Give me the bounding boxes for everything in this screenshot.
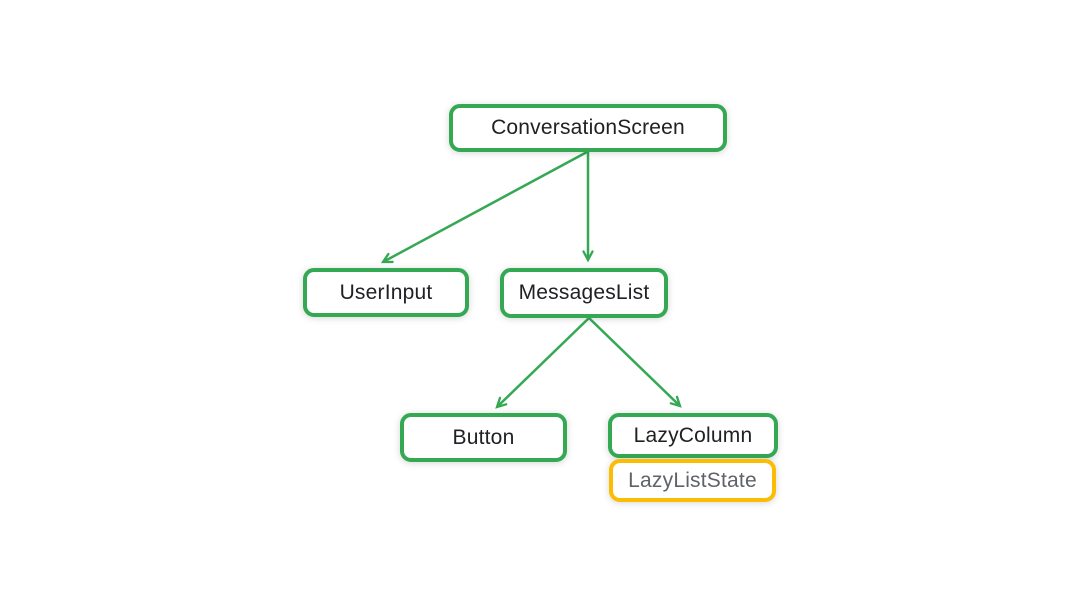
edge-conversationscreen-to-userinput bbox=[380, 150, 588, 264]
node-button: Button bbox=[400, 413, 567, 462]
node-messages-list: MessagesList bbox=[500, 268, 668, 318]
node-lazy-column: LazyColumn bbox=[608, 413, 778, 458]
node-user-input: UserInput bbox=[303, 268, 469, 317]
node-conversation-screen: ConversationScreen bbox=[449, 104, 727, 152]
edge-messageslist-to-button bbox=[495, 317, 590, 409]
node-lazy-list-state: LazyListState bbox=[609, 459, 776, 502]
edge-messageslist-to-lazycolumn bbox=[588, 317, 682, 408]
